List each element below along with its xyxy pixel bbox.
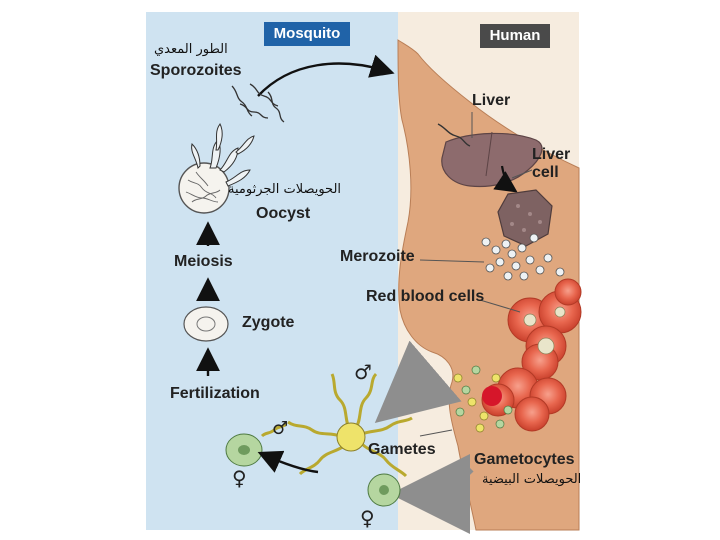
human-badge: Human — [480, 24, 550, 48]
zygote — [183, 306, 229, 342]
human-title: Human — [489, 27, 541, 44]
merozoites — [481, 233, 565, 281]
merozoite-label: Merozoite — [340, 248, 415, 265]
female-gamete-left — [225, 433, 263, 467]
male-symbol-left: ♂ — [272, 418, 289, 439]
female-symbol-bottom: ♀ — [360, 506, 375, 530]
gametocytes-label: Gametocytes — [474, 451, 575, 468]
mosquito-title: Mosquito — [273, 25, 341, 42]
arrow-sporozoites-to-human — [257, 54, 395, 97]
female-symbol-left: ♀ — [232, 466, 247, 490]
oocyst-label: Oocyst — [256, 205, 311, 222]
meiosis-label: Meiosis — [174, 253, 233, 270]
red-blood-cells-label: Red blood cells — [366, 288, 485, 305]
mosquito-badge: Mosquito — [264, 22, 350, 46]
gametocytes-cluster — [453, 365, 513, 433]
infected-rbc-parasites — [523, 306, 566, 355]
sporozoites-arabic-label: الطور المعدي — [154, 42, 228, 57]
gametes-label: Gametes — [368, 441, 436, 458]
liver-label: Liver — [472, 92, 511, 109]
oocyst-arabic-label: الحويصلات الجرثومية — [228, 182, 342, 197]
gray-arrow-upper — [374, 340, 462, 424]
liver-cell-label-line1: Liver — [532, 146, 571, 163]
male-symbol-top: ♂ — [354, 360, 372, 384]
liver-cell-label-line2: cell — [532, 164, 559, 181]
zygote-label: Zygote — [242, 314, 295, 331]
gametocytes-arabic-label: الحويصلات البيضية — [482, 472, 582, 487]
arrow-gametes-to-fertilization — [257, 450, 319, 474]
male-gamete — [287, 372, 413, 478]
oocyst — [178, 123, 255, 214]
sporozoites-cluster — [231, 83, 285, 123]
arrow-liver-to-cell — [493, 165, 518, 193]
gray-arrow-lower — [390, 453, 474, 534]
sporozoites-label: Sporozoites — [150, 62, 242, 79]
fertilization-label: Fertilization — [170, 385, 260, 402]
female-gamete-right — [367, 473, 401, 507]
